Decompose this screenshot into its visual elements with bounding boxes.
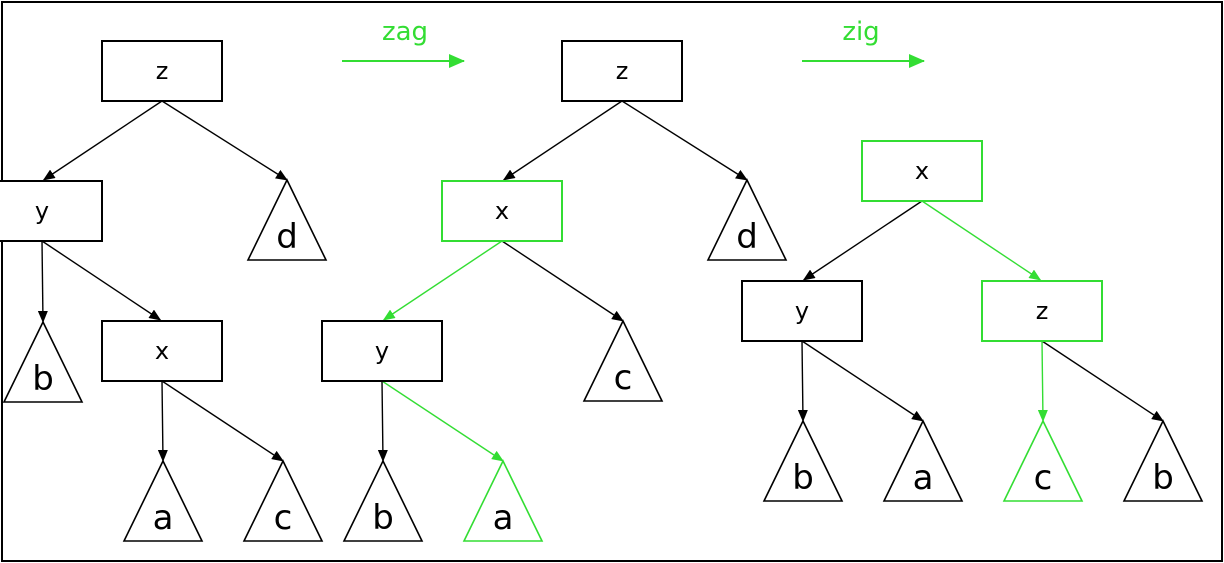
node-x-rect: [101, 320, 223, 382]
subtree-b-triangle: b: [342, 459, 424, 542]
node-y-box: y: [0, 180, 103, 242]
node-x-rect: [861, 140, 983, 202]
edge-x-to-y: [802, 200, 923, 281]
node-z-box: z: [981, 280, 1103, 342]
zig-label: zig: [842, 17, 879, 47]
subtree-b-label: b: [32, 359, 54, 399]
subtree-a-shape: [882, 419, 964, 502]
edge-z-to-x: [502, 100, 623, 181]
node-x-rect: [441, 180, 563, 242]
subtree-d-shape: [706, 178, 788, 261]
tree2: z x d y c b a: [321, 40, 788, 542]
subtree-b-triangle: b: [762, 419, 844, 502]
subtree-b-label: b: [1152, 458, 1174, 498]
edge-z-to-b2: [1041, 340, 1164, 422]
edge-x-to-a: [157, 380, 168, 462]
subtree-d-shape: [246, 178, 328, 261]
node-x-label: x: [915, 157, 929, 185]
edge-y-to-x: [41, 240, 162, 321]
subtree-c-label: c: [1034, 458, 1053, 498]
edge-x-to-c: [501, 240, 624, 322]
subtree-a-shape: [462, 459, 544, 542]
subtree-a-triangle: a: [882, 419, 964, 502]
node-x-box: x: [861, 140, 983, 202]
subtree-b-shape: [2, 320, 84, 403]
subtree-b-label: b: [792, 458, 814, 498]
subtree-c-shape: [582, 319, 664, 402]
tree1: z y d b x a c: [0, 40, 328, 542]
edge-z-to-d: [621, 100, 748, 181]
subtree-c-triangle: c: [1002, 419, 1084, 502]
node-x-label: x: [155, 337, 169, 365]
node-z-box: z: [561, 40, 683, 102]
node-y-label: y: [35, 197, 49, 225]
node-z-label: z: [616, 57, 629, 85]
subtree-a-label: a: [493, 498, 514, 538]
subtree-c-label: c: [614, 358, 633, 398]
edge-y-to-b: [37, 240, 48, 323]
subtree-c-triangle: c: [582, 319, 664, 402]
node-z-rect: [561, 40, 683, 102]
edge-y-to-a: [801, 340, 924, 422]
node-y-label: y: [375, 337, 389, 365]
subtree-a-triangle: a: [122, 459, 204, 542]
subtree-a-label: a: [913, 458, 934, 498]
edge-x-to-y: [382, 240, 503, 321]
zag-label: zag: [382, 17, 428, 47]
node-x-label: x: [495, 197, 509, 225]
subtree-b-triangle: b: [1122, 419, 1204, 502]
operation-zig: zig: [802, 17, 925, 68]
subtree-b-shape: [342, 459, 424, 542]
subtree-a-triangle: a: [462, 459, 544, 542]
operation-zag: zag: [342, 17, 465, 68]
node-x-box: x: [441, 180, 563, 242]
edge-x-to-z: [921, 200, 1042, 281]
edge-z-to-c: [1037, 340, 1048, 422]
edge-z-to-d: [161, 100, 288, 181]
subtree-b-shape: [1122, 419, 1204, 502]
node-y-label: y: [795, 297, 809, 325]
node-y-box: y: [741, 280, 863, 342]
subtree-b-shape: [762, 419, 844, 502]
edge-z-to-y: [42, 100, 163, 181]
subtree-d-label: d: [736, 217, 758, 257]
node-x-box: x: [101, 320, 223, 382]
node-z-box: z: [101, 40, 223, 102]
subtree-b-label: b: [372, 498, 394, 538]
edge-y-to-a: [381, 380, 504, 462]
node-z-label: z: [156, 57, 169, 85]
node-z-label: z: [1036, 297, 1049, 325]
subtree-c-triangle: c: [242, 459, 324, 542]
node-y-box: y: [321, 320, 443, 382]
subtree-d-triangle: d: [246, 178, 328, 261]
edge-x-to-c: [161, 380, 284, 462]
node-z-rect: [981, 280, 1103, 342]
node-y-rect: [0, 180, 103, 242]
subtree-c-shape: [1002, 419, 1084, 502]
subtree-a-label: a: [153, 498, 174, 538]
node-y-rect: [321, 320, 443, 382]
subtree-c-shape: [242, 459, 324, 542]
subtree-d-triangle: d: [706, 178, 788, 261]
subtree-d-label: d: [276, 217, 298, 257]
trees: z y d b x a c z x d y c b a x y z b a c b: [0, 40, 1204, 542]
edge-y-to-b: [377, 380, 388, 462]
subtree-c-label: c: [274, 498, 293, 538]
subtree-b-triangle: b: [2, 320, 84, 403]
tree3: x y z b a c b: [741, 140, 1204, 502]
edge-y-to-b1: [797, 340, 808, 422]
subtree-a-shape: [122, 459, 204, 542]
node-z-rect: [101, 40, 223, 102]
node-y-rect: [741, 280, 863, 342]
